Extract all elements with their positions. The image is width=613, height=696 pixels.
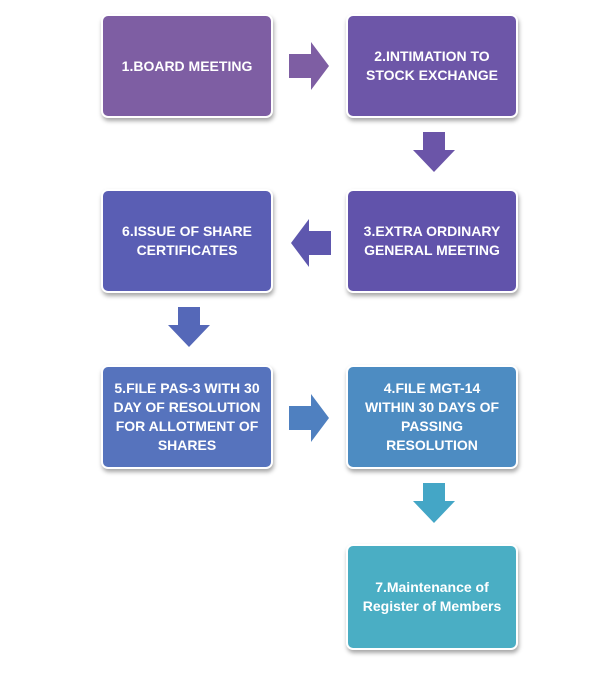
step-7-maintenance-of-register: 7.Maintenance of Register of Members	[346, 544, 518, 650]
arrow-2-to-3	[413, 132, 455, 172]
step-3-extra-ordinary-general-meeting: 3.EXTRA ORDINARY GENERAL MEETING	[346, 189, 518, 293]
arrow-down-icon	[413, 483, 455, 523]
arrow-shape	[168, 307, 210, 347]
arrow-3-to-6	[291, 219, 331, 267]
arrow-5-to-4	[289, 394, 329, 442]
step-1-board-meeting: 1.BOARD MEETING	[101, 14, 273, 118]
step-6-issue-of-share-certificates: 6.ISSUE OF SHARE CERTIFICATES	[101, 189, 273, 293]
step-5-file-pas-3: 5.FILE PAS-3 WITH 30 DAY OF RESOLUTION F…	[101, 365, 273, 469]
arrow-right-icon	[289, 42, 329, 90]
arrow-shape	[289, 42, 329, 90]
arrow-shape	[413, 132, 455, 172]
arrow-down-icon	[413, 132, 455, 172]
arrow-shape	[413, 483, 455, 523]
step-4-file-mgt-14: 4.FILE MGT-14 WITHIN 30 DAYS OF PASSING …	[346, 365, 518, 469]
arrow-right-icon	[289, 394, 329, 442]
arrow-down-icon	[168, 307, 210, 347]
arrow-left-icon	[291, 219, 331, 267]
arrow-6-to-5	[168, 307, 210, 347]
step-2-intimation-to-stock-exchange: 2.INTIMATION TO STOCK EXCHANGE	[346, 14, 518, 118]
arrow-1-to-2	[289, 42, 329, 90]
arrow-shape	[289, 394, 329, 442]
arrow-4-to-7	[413, 483, 455, 523]
arrow-shape	[291, 219, 331, 267]
